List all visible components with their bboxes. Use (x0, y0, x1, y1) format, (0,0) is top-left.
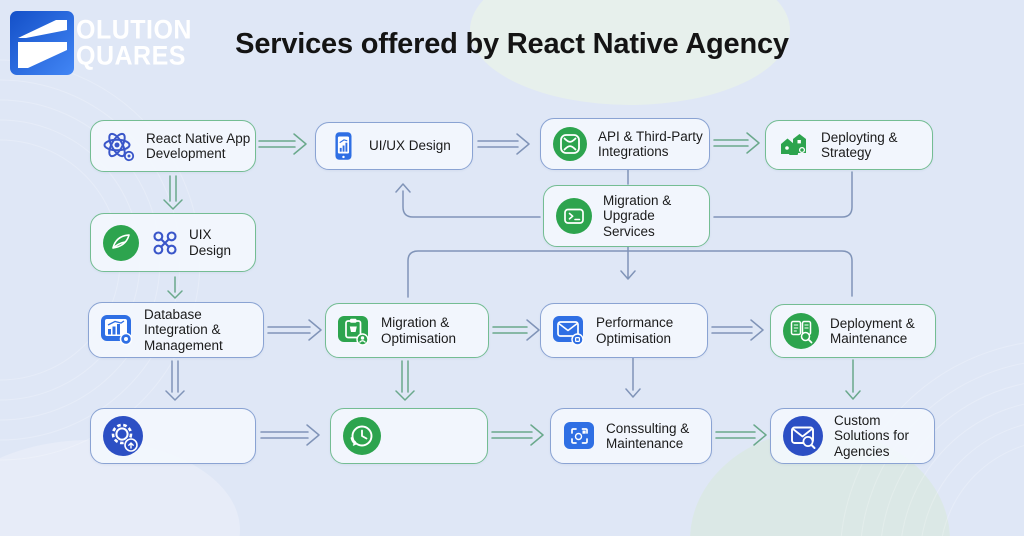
node-label: Database Integration & Management (144, 307, 223, 353)
arrow-react-to-uix (163, 175, 183, 210)
node-label: Migration & Upgrade Services (603, 193, 672, 239)
node-label: Conssulting & Maintenance (606, 420, 690, 451)
node-migration-optimisation: Migration & Optimisation (325, 303, 489, 358)
elbow-deployting-to-migration-upgrade (713, 171, 853, 218)
arrow-migration-opt-to-performance-lines (492, 326, 528, 334)
node-label: Deployting & Strategy (821, 129, 898, 160)
gear-icon (101, 414, 145, 458)
node-deployting-strategy: Deployting & Strategy (765, 120, 933, 170)
bar-chart-icon (99, 312, 135, 348)
scan-frame-icon (561, 418, 597, 454)
arrow-uix-to-database (167, 276, 183, 299)
documents-search-icon (781, 311, 821, 351)
node-clock-box (330, 408, 488, 464)
node-deployment-maintenance: Deployment & Maintenance (770, 304, 936, 358)
node-label: Migration & Optimisation (381, 315, 457, 346)
logo-text: OLUTION QUARES (76, 14, 192, 70)
frame-arrow-icon (554, 196, 594, 236)
arrow-react-to-uiux (258, 133, 307, 155)
leaf-icon (101, 223, 141, 263)
node-label: React Native App Development (146, 130, 251, 161)
node-uiux-design: UI/UX Design (315, 122, 473, 170)
arrow-consulting-to-custom (715, 424, 767, 446)
node-label: UI/UX Design (369, 138, 451, 154)
page-title: Services offered by React Native Agency (235, 28, 789, 60)
logo-s-mark-icon (10, 11, 74, 75)
arrow-performance-to-consulting (625, 357, 641, 398)
node-consulting-maintenance: Conssulting & Maintenance (550, 408, 712, 464)
node-label: Performance Optimisation (596, 315, 674, 346)
buildings-icon (776, 127, 812, 163)
clipboard-icon (336, 313, 372, 349)
node-performance-optimisation: Performance Optimisation (540, 303, 708, 358)
node-database-integration-management: Database Integration & Management (88, 302, 264, 358)
arrow-api-to-deployting (713, 132, 760, 154)
bus-migration-upgrade-to-row3 (407, 246, 853, 298)
node-migration-upgrade-services: Migration & Upgrade Services (543, 185, 710, 247)
node-label: Deployment & Maintenance (830, 315, 915, 346)
node-label: Custom Solutions for Agencies (834, 413, 910, 459)
logo-line1: OLUTION (76, 14, 192, 45)
react-atom-icon (101, 128, 137, 164)
node-custom-solutions-for-agencies: Custom Solutions for Agencies (770, 408, 935, 464)
api-icon (551, 125, 589, 163)
arrow-deployment-to-custom (845, 359, 861, 400)
arrow-performance-to-deployment (711, 319, 764, 341)
knot-icon (150, 228, 180, 258)
arrow-migration-opt-to-clockbox (395, 360, 415, 401)
arrow-migration-opt-to-performance-head (526, 319, 540, 341)
node-react-native-app-development: React Native App Development (90, 120, 256, 172)
node-label: UIX Design (189, 227, 232, 258)
node-api-third-party-integrations: API & Third-Party Integrations (540, 118, 710, 170)
node-gear-box (90, 408, 256, 464)
arrow-database-to-migration-opt (267, 319, 322, 341)
arrow-clockbox-to-consulting (491, 424, 544, 446)
envelope-gear-icon (551, 313, 587, 349)
mail-search-icon (781, 414, 825, 458)
history-clock-icon (341, 415, 383, 457)
arrow-uiux-to-api (477, 133, 530, 155)
phone-chart-icon (326, 129, 360, 163)
logo-line2: QUARES (76, 39, 186, 70)
arrow-database-to-gearbox (165, 360, 185, 401)
node-label: API & Third-Party Integrations (598, 128, 703, 159)
elbow-migration-upgrade-to-uiux (395, 183, 541, 218)
logo: OLUTION QUARES (10, 11, 192, 75)
node-uix-design: UIX Design (90, 213, 256, 272)
arrow-gearbox-to-clockbox (260, 424, 320, 446)
